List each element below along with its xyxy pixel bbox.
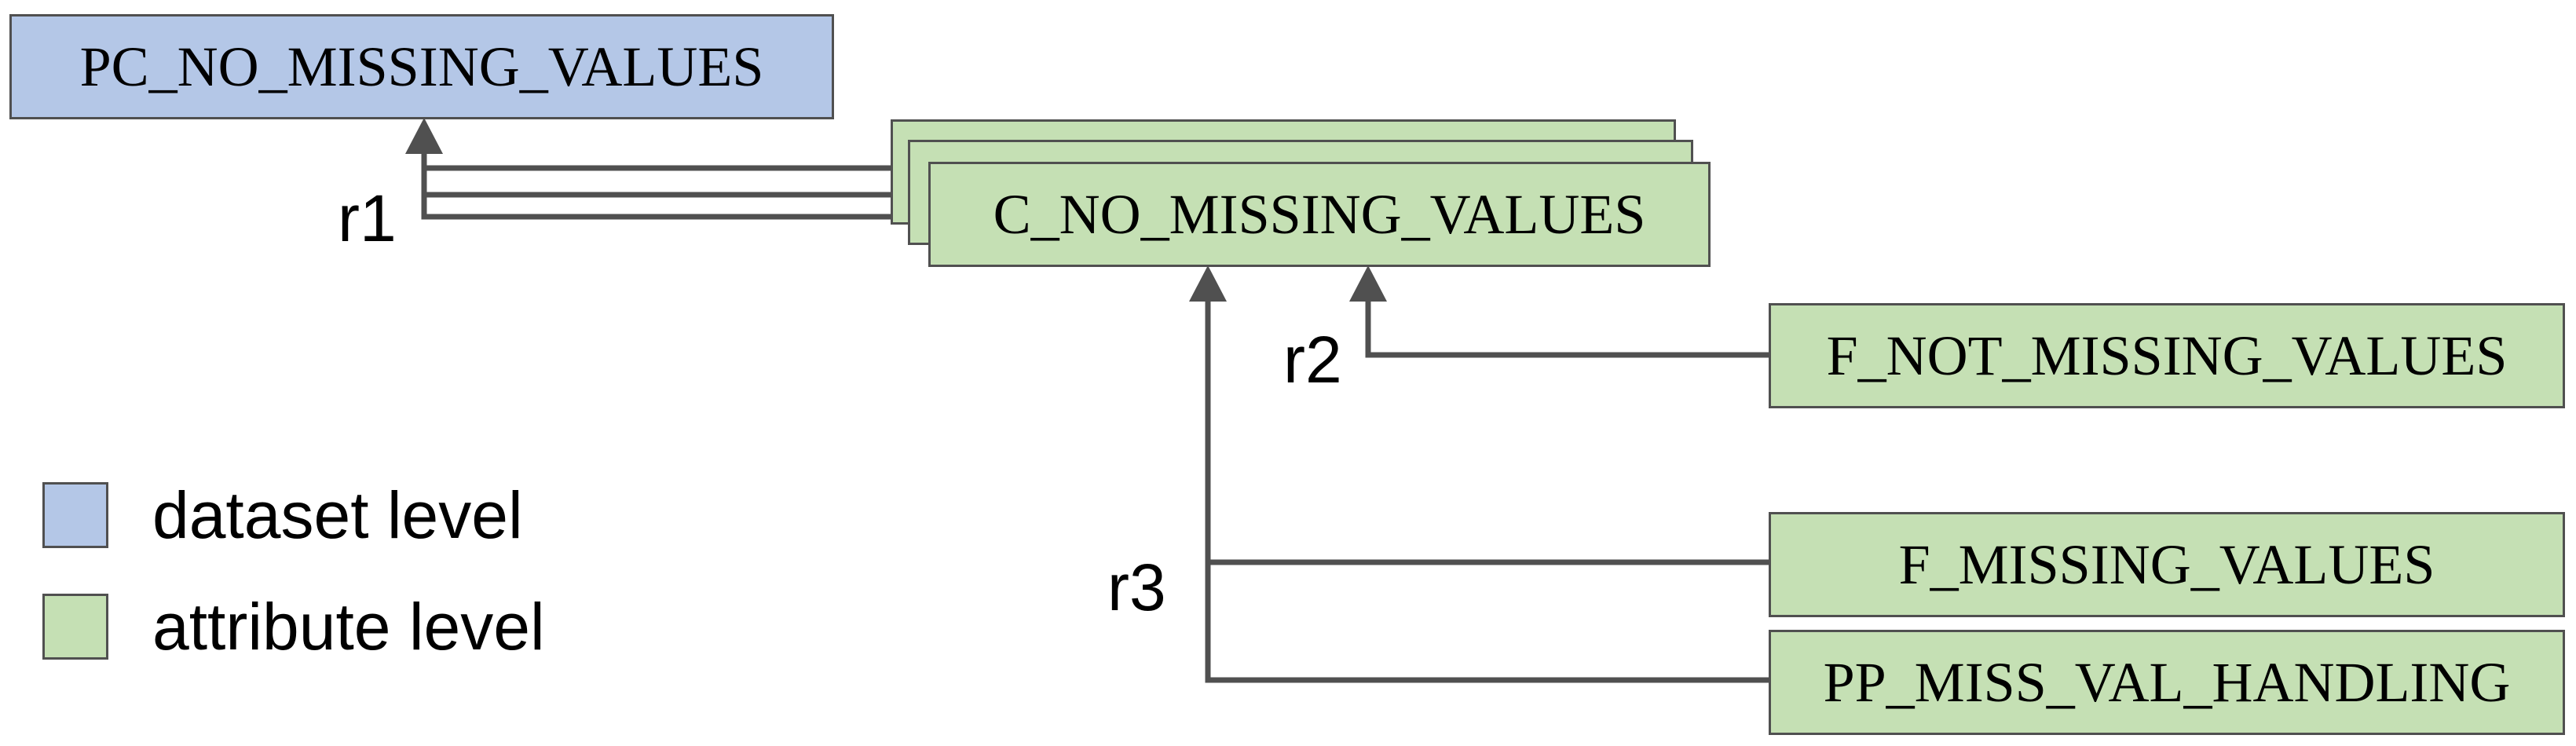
node-pc-no-missing-values: PC_NO_MISSING_VALUES [9, 14, 834, 119]
edge-r2 [1365, 297, 1770, 358]
relation-label-r2: r2 [1283, 323, 1342, 397]
legend-swatch-attribute-level [42, 594, 108, 660]
node-f-not-missing-values: F_NOT_MISSING_VALUES [1769, 303, 2565, 408]
legend-label-attribute-level: attribute level [152, 590, 545, 664]
edge-r1-a [421, 149, 895, 171]
relation-label-r3: r3 [1107, 550, 1166, 624]
relation-label-r1: r1 [338, 181, 397, 255]
node-pp-miss-val-handling: PP_MISS_VAL_HANDLING [1769, 630, 2565, 735]
legend-label-dataset-level: dataset level [152, 478, 523, 552]
arrowhead-r2 [1349, 265, 1387, 302]
edge-r3-main [1205, 297, 1770, 683]
arrowhead-r1 [405, 118, 443, 154]
node-f-missing-values: F_MISSING_VALUES [1769, 512, 2565, 617]
edge-r1-c [421, 149, 930, 220]
arrowhead-r3 [1189, 265, 1227, 302]
legend-swatch-dataset-level [42, 482, 108, 548]
node-c-no-missing-values: C_NO_MISSING_VALUES [928, 162, 1711, 267]
